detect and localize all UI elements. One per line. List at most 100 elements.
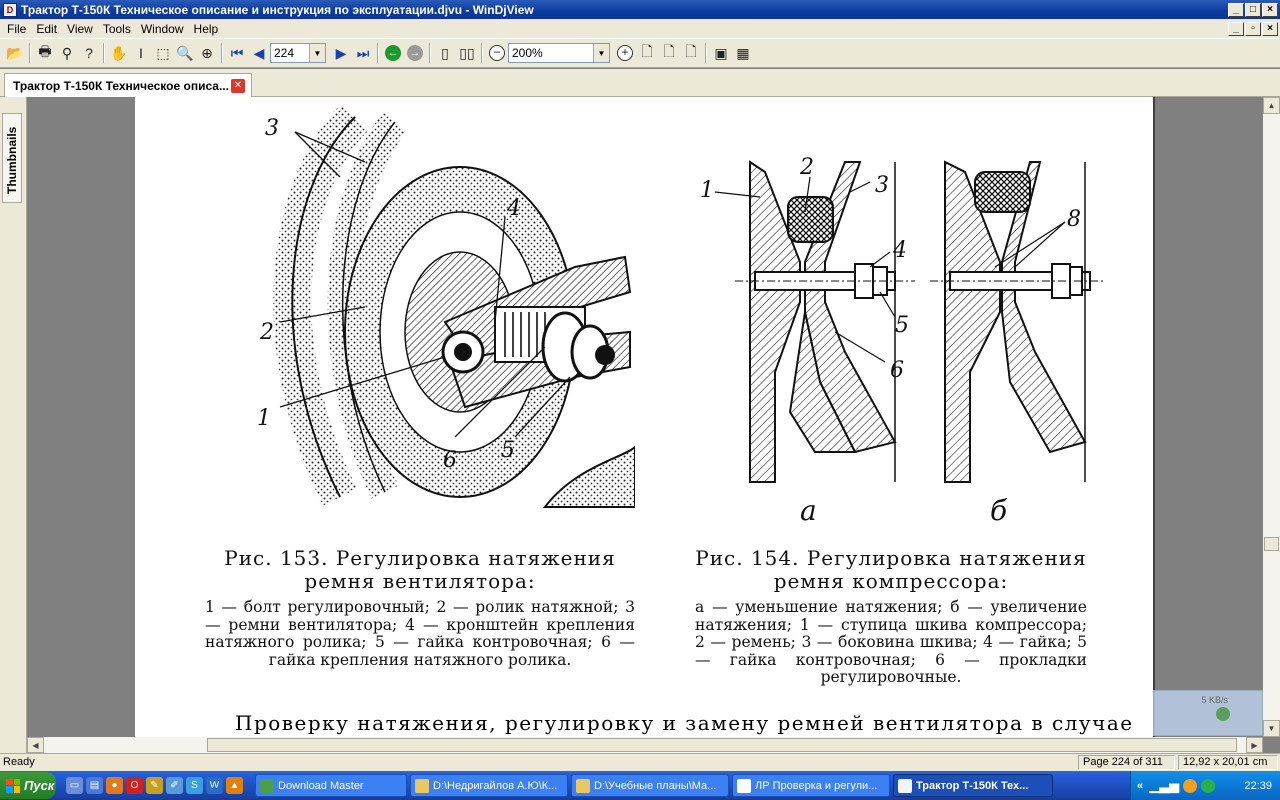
- update-icon[interactable]: [1183, 778, 1198, 793]
- skype-icon[interactable]: S: [186, 777, 203, 794]
- word-icon[interactable]: W: [206, 777, 223, 794]
- djvu-app-icon: [898, 778, 912, 793]
- djvu-app-icon[interactable]: D: [3, 2, 17, 17]
- vlc-icon[interactable]: ▲: [226, 777, 243, 794]
- document-page[interactable]: 3 4 2 1 6 5: [135, 97, 1155, 737]
- tab-document[interactable]: Трактор Т-150К Техническое описа... ✕: [4, 73, 252, 97]
- tab-close-icon[interactable]: ✕: [231, 78, 245, 93]
- close-button[interactable]: ×: [1262, 2, 1278, 17]
- task-word-document[interactable]: ЛР Проверка и регули...: [732, 774, 890, 797]
- scroll-up-icon[interactable]: ▲: [1263, 97, 1280, 114]
- figure-154-diagram: 1 2 3 4 5 6 8 а б: [700, 155, 1105, 527]
- vertical-scroll-thumb[interactable]: [1264, 537, 1279, 551]
- task-folder-nedrigailov[interactable]: D:\Недригайлов А.Ю\К...: [410, 774, 568, 797]
- forward-gray-icon[interactable]: →: [404, 42, 426, 64]
- task-download-master[interactable]: Download Master: [255, 774, 407, 797]
- show-desktop-icon[interactable]: ▭: [66, 777, 83, 794]
- layers-icon[interactable]: ▦: [736, 44, 750, 61]
- notepad-icon[interactable]: ✐: [166, 777, 183, 794]
- first-page-icon[interactable]: ⏮: [230, 44, 244, 61]
- toolbar-separator: [481, 43, 483, 63]
- task-windjview[interactable]: Трактор Т-150К Тех...: [893, 774, 1053, 797]
- tab-label: Трактор Т-150К Техническое описа...: [13, 78, 229, 93]
- menu-view[interactable]: View: [67, 21, 93, 36]
- firefox-icon[interactable]: ●: [106, 777, 123, 794]
- fig154-title-line2: ремня компрессора:: [773, 569, 1009, 593]
- tool-icon[interactable]: ✎: [146, 777, 163, 794]
- display-mode-icon[interactable]: ▣: [714, 44, 728, 61]
- document-view[interactable]: 3 4 2 1 6 5: [27, 97, 1263, 737]
- scroll-down-icon[interactable]: ▼: [1263, 720, 1280, 737]
- next-page-icon[interactable]: ▶: [335, 44, 347, 61]
- menu-tools[interactable]: Tools: [102, 21, 131, 36]
- task-label: Трактор Т-150К Тех...: [916, 779, 1029, 792]
- horizontal-scroll-thumb[interactable]: [207, 738, 1237, 752]
- fig154-label-6: 6: [890, 358, 904, 383]
- zoom-combo[interactable]: 200% ▼: [508, 43, 610, 63]
- task-label: ЛР Проверка и регули...: [755, 779, 878, 792]
- pulley-section-a: [735, 160, 915, 483]
- tray-expand-icon[interactable]: «: [1137, 779, 1144, 792]
- network-speed-widget[interactable]: 5 KB/s: [1153, 690, 1263, 736]
- prev-page-icon[interactable]: ◀: [253, 44, 265, 61]
- menu-help[interactable]: Help: [193, 21, 219, 36]
- minimize-button[interactable]: _: [1228, 2, 1244, 17]
- scroll-left-icon[interactable]: ◀: [27, 737, 44, 753]
- network-icon[interactable]: [1201, 778, 1216, 793]
- title-bar[interactable]: D Трактор Т-150К Техническое описание и …: [0, 0, 1280, 19]
- open-folder-icon[interactable]: 📂: [6, 44, 24, 61]
- zoom-in-icon[interactable]: +: [614, 42, 636, 64]
- fig154-caption: Рис. 154. Регулировка натяжения ремня ко…: [695, 547, 1087, 687]
- zoom-out-icon[interactable]: −: [486, 42, 508, 64]
- status-text: Ready: [3, 756, 35, 768]
- fig154-label-8: 8: [1067, 207, 1081, 232]
- hand-tool-icon[interactable]: ✋: [110, 44, 128, 61]
- start-button[interactable]: Пуск: [0, 772, 56, 799]
- explorer-icon[interactable]: ▤: [86, 777, 103, 794]
- fig153-label-2: 2: [259, 320, 274, 345]
- fig153-title-line1: Рис. 153. Регулировка натяжения: [224, 546, 616, 570]
- fit-page-icon[interactable]: 🗋: [641, 43, 653, 59]
- back-green-icon[interactable]: ←: [382, 42, 404, 64]
- fig153-label-6: 6: [443, 448, 457, 473]
- vertical-scrollbar[interactable]: ▲ ▼: [1263, 97, 1280, 737]
- fig154-body: а — уменьшение натяжения; б — увеличение…: [695, 598, 1087, 686]
- find-binoculars-icon[interactable]: ⚲: [61, 44, 73, 61]
- page-info: Page 224 of 311: [1078, 755, 1175, 770]
- page-number-value: 224: [274, 46, 295, 60]
- tab-bar: Трактор Т-150К Техническое описа... ✕: [0, 69, 1280, 97]
- taskbar: Пуск ▭ ▤ ● O ✎ ✐ S W ▲ Download Master D…: [0, 771, 1280, 800]
- thumbnails-tab[interactable]: Thumbnails: [2, 113, 22, 203]
- text-select-icon[interactable]: I: [139, 45, 143, 61]
- two-page-icon[interactable]: ▯▯: [459, 44, 475, 61]
- fit-width-icon[interactable]: 🗋: [663, 43, 675, 59]
- actual-size-icon[interactable]: 🗋: [685, 43, 697, 59]
- chevron-down-icon[interactable]: ▼: [593, 44, 609, 62]
- help-question-icon[interactable]: ?: [85, 45, 93, 61]
- network-speed: 5 KB/s: [1201, 695, 1228, 705]
- rect-select-icon[interactable]: ⬚: [156, 44, 170, 61]
- menu-window[interactable]: Window: [140, 21, 184, 36]
- opera-icon[interactable]: O: [126, 777, 143, 794]
- print-icon[interactable]: 🖶: [38, 43, 52, 59]
- doc-close-button[interactable]: ×: [1262, 21, 1278, 36]
- doc-restore-button[interactable]: ▫: [1245, 21, 1261, 36]
- globe-icon: [1216, 707, 1230, 721]
- doc-minimize-button[interactable]: _: [1228, 21, 1244, 36]
- zoom-tool-icon[interactable]: 🔍: [176, 44, 194, 61]
- last-page-icon[interactable]: ⏭: [356, 44, 370, 61]
- zoom-rect-icon[interactable]: ⊕: [201, 44, 213, 61]
- menu-edit[interactable]: Edit: [36, 21, 58, 36]
- signal-icon[interactable]: ▁▃▅: [1149, 777, 1180, 793]
- page-number-combo[interactable]: 224 ▼: [270, 43, 326, 63]
- single-page-icon[interactable]: ▯: [441, 44, 449, 61]
- horizontal-scrollbar[interactable]: ◀ ▶: [27, 737, 1263, 753]
- menu-file[interactable]: File: [7, 21, 27, 36]
- maximize-button[interactable]: □: [1245, 2, 1261, 17]
- task-folder-plans[interactable]: D:\Учебные планы\Ма...: [571, 774, 729, 797]
- chevron-down-icon[interactable]: ▼: [309, 44, 325, 62]
- clock[interactable]: 22:39: [1244, 779, 1272, 792]
- scroll-right-icon[interactable]: ▶: [1246, 737, 1263, 753]
- word-doc-icon: [737, 778, 751, 793]
- thumbnails-label: Thumbnails: [5, 126, 19, 194]
